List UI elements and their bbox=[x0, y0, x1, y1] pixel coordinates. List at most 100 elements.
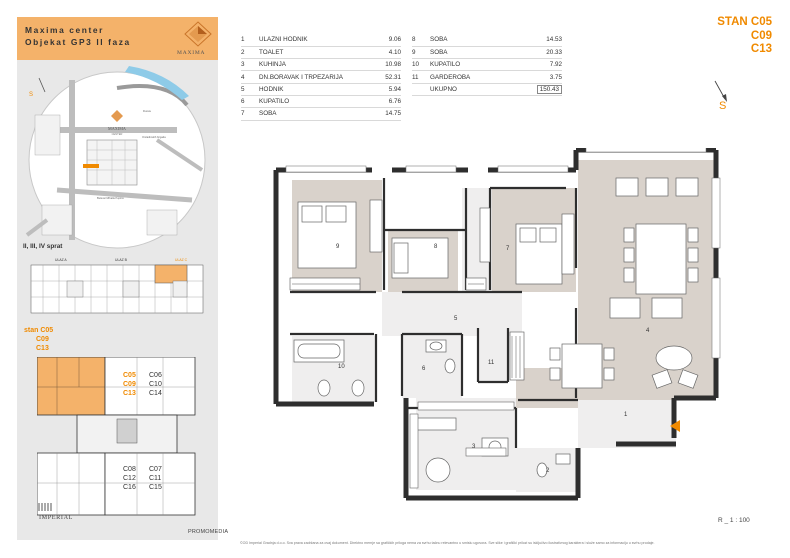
maxima-logo-text: MAXIMA bbox=[177, 50, 206, 56]
room-number: 11 bbox=[412, 70, 430, 84]
detail-c05-label: C05 bbox=[123, 372, 136, 379]
detail-c13-label: C13 bbox=[123, 390, 136, 397]
room-name: SOBA bbox=[430, 46, 536, 60]
room-number: 10 bbox=[412, 58, 430, 72]
room-name: SOBA bbox=[430, 34, 536, 47]
detail-c08-label: C08 bbox=[123, 466, 136, 473]
plan-room-10-label: 10 bbox=[338, 364, 345, 370]
detail-c06-label: C06 bbox=[149, 372, 162, 379]
room-name: SOBA bbox=[259, 107, 377, 121]
site-logo-sub: CENTER bbox=[112, 132, 123, 136]
stan-list-c13: C13 bbox=[36, 345, 49, 352]
room-number: 3 bbox=[241, 58, 259, 72]
plan-room-6-label: 6 bbox=[422, 366, 426, 372]
project-name: Maxima center bbox=[25, 25, 104, 35]
compass-arrow-icon bbox=[714, 80, 727, 102]
detail-c07-label: C07 bbox=[149, 466, 162, 473]
entry-b-label: ULAZ B bbox=[115, 258, 128, 262]
entry-c-label: ULAZ C bbox=[175, 258, 188, 262]
room-area: 14.75 bbox=[377, 107, 401, 121]
apartment-id-c05: STAN C05 bbox=[717, 16, 772, 28]
imperial-logo-icon bbox=[38, 503, 52, 511]
compass-south-label: S bbox=[719, 100, 727, 112]
street-label-dunav: Dunav bbox=[143, 109, 152, 113]
room-area: 20.33 bbox=[536, 46, 562, 60]
plan-room-7-label: 7 bbox=[506, 246, 510, 252]
plan-room-5-label: 5 bbox=[454, 316, 458, 322]
room-area: 3.75 bbox=[536, 70, 562, 84]
room-name: TOALET bbox=[259, 46, 377, 60]
room-area: 14.53 bbox=[536, 34, 562, 47]
apartment-id-c09: C09 bbox=[750, 29, 772, 42]
project-subtitle: Objekat GP3 II faza bbox=[25, 37, 131, 47]
site-map: S Dunav Omladinskih brigada Bulevar Miha… bbox=[17, 60, 218, 252]
street-label-pupina: Bulevar Mihaila Pupina bbox=[97, 196, 124, 200]
room-name: DN.BORAVAK I TRPEZARIJA bbox=[259, 70, 377, 84]
project-header: Maxima center Objekat GP3 II faza MAXIMA bbox=[17, 17, 218, 60]
room-number: 5 bbox=[241, 83, 259, 96]
room-name: ULAZNI HODNIK bbox=[259, 34, 377, 47]
apartment-id-c13: C13 bbox=[750, 43, 772, 55]
plan-room-1-label: 1 bbox=[624, 412, 628, 418]
room-number: 1 bbox=[241, 34, 259, 47]
imperial-brand: IMPERIAL bbox=[39, 514, 74, 521]
room-name: KUPATILO bbox=[259, 95, 377, 109]
apartment-id-header: STAN C05 C09 C13 bbox=[717, 16, 772, 57]
detail-floor-plan: C05 C09 C13 C06 C10 C14 C08 C12 C16 C07 … bbox=[37, 357, 217, 517]
footer-disclaimer: ©OD Imperial Gradnja d.o.o. Sva prava za… bbox=[240, 541, 655, 545]
stan-list: stan C05 C09 C13 bbox=[24, 326, 53, 353]
site-logo-text: MAXIMA bbox=[108, 126, 126, 131]
room-area: 10.98 bbox=[377, 58, 401, 72]
room-name: KUPATILO bbox=[430, 58, 536, 72]
room-number: 6 bbox=[241, 95, 259, 109]
left-panel: Maxima center Objekat GP3 II faza MAXIMA bbox=[17, 17, 228, 540]
room-area: 6.76 bbox=[377, 95, 401, 109]
detail-c14-label: C14 bbox=[149, 390, 162, 397]
total-row: UKUPNO 150.43 bbox=[412, 83, 562, 96]
maxima-logo-icon bbox=[184, 21, 212, 47]
site-logo: MAXIMA CENTER bbox=[108, 110, 126, 136]
room-number: 8 bbox=[412, 34, 430, 47]
street-label-omladinskih: Omladinskih brigada bbox=[142, 135, 166, 139]
plan-room-3-label: 3 bbox=[472, 444, 476, 450]
detail-c12-label: C12 bbox=[123, 475, 136, 482]
room-area: 5.94 bbox=[377, 83, 401, 96]
detail-c09-label: C09 bbox=[123, 381, 136, 388]
room-number: 4 bbox=[241, 70, 259, 84]
detail-c16-label: C16 bbox=[123, 484, 136, 491]
apartment-floor-plan: 9 8 7 4 5 10 6 11 1 3 2 bbox=[273, 148, 721, 501]
plan-room-8-label: 8 bbox=[434, 244, 438, 250]
total-label: UKUPNO bbox=[430, 83, 536, 96]
promomedia-brand: PROMOMEDIA bbox=[188, 529, 229, 535]
room-area: 4.10 bbox=[377, 46, 401, 60]
plan-room-11-label: 11 bbox=[488, 360, 495, 366]
room-name: GARDEROBA bbox=[430, 70, 536, 84]
room-name: KUHINJA bbox=[259, 58, 377, 72]
scale-label: R _ 1 : 100 bbox=[718, 517, 750, 524]
stan-list-c09: C09 bbox=[36, 336, 49, 343]
room-area: 7.92 bbox=[536, 58, 562, 72]
floor-overview-plan: ULAZ A ULAZ B ULAZ C bbox=[23, 253, 215, 319]
plan-room-9-label: 9 bbox=[336, 244, 340, 250]
floor-section-title: II, III, IV sprat bbox=[23, 243, 63, 250]
plan-room-4-label: 4 bbox=[646, 328, 650, 334]
room-area: 52.31 bbox=[377, 70, 401, 84]
site-south-label: S bbox=[29, 92, 33, 98]
room-number: 9 bbox=[412, 46, 430, 60]
room-number: 2 bbox=[241, 46, 259, 60]
room-name: HODNIK bbox=[259, 83, 377, 96]
total-area: 150.43 bbox=[536, 84, 562, 94]
detail-c10-label: C10 bbox=[149, 381, 162, 388]
